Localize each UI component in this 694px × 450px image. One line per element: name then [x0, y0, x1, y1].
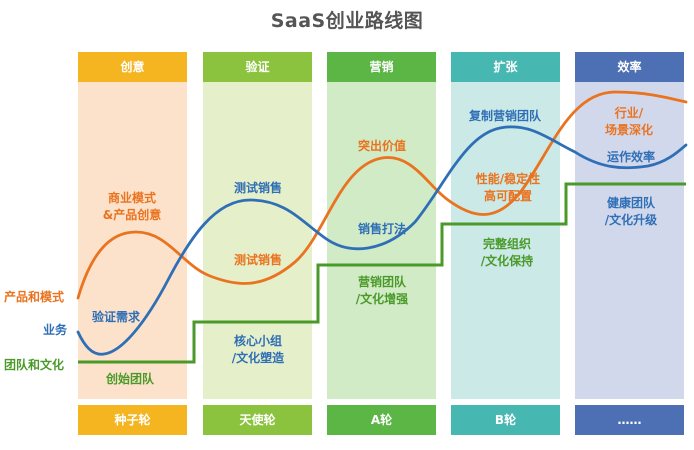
annotation-business-model: 商业模式 &产品创意	[102, 191, 162, 222]
product-curve	[76, 90, 688, 300]
legend-team-label: 团队和文化	[4, 358, 65, 372]
round-footer-more: ……	[575, 405, 684, 435]
round-footer-series-a: A轮	[327, 405, 436, 435]
stage-column-efficiency	[575, 82, 684, 399]
business-curve	[76, 125, 688, 356]
round-footer-seed: 种子轮	[78, 405, 187, 435]
annotation-full-org: 完整组织 /文化保持	[480, 237, 534, 268]
stage-header-validate: 验证	[203, 52, 312, 82]
annotation-industry-deepen: 行业/ 场景深化	[604, 106, 653, 137]
annotation-performance: 性能/稳定性 高可配置	[475, 172, 541, 203]
annotation-founding-team: 创始团队	[105, 372, 154, 386]
annotation-replicate-team: 复制营销团队	[468, 109, 541, 123]
round-footer-angel: 天使轮	[203, 405, 312, 435]
diagram-title: SaaS创业路线图	[270, 10, 424, 32]
stage-header-marketing: 营销	[327, 52, 436, 82]
annotation-test-sales-2: 测试销售	[233, 253, 282, 267]
annotation-core-group: 核心小组 /文化塑造	[231, 334, 285, 365]
stage-header-idea: 创意	[78, 52, 187, 82]
stage-column-marketing	[327, 82, 436, 399]
stage-column-idea	[78, 82, 187, 399]
annotation-validate-demand: 验证需求	[91, 310, 140, 324]
legend-business-label: 业务	[43, 323, 68, 337]
stage-column-validate	[203, 82, 312, 399]
stage-header-efficiency: 效率	[575, 52, 684, 82]
round-footer-series-b: B轮	[451, 405, 560, 435]
annotation-test-sales-1: 测试销售	[233, 181, 282, 195]
legend-product-label: 产品和模式	[4, 290, 65, 304]
team-curve	[78, 182, 686, 364]
annotation-highlight-value: 突出价值	[357, 139, 406, 153]
annotation-operating-efficiency: 运作效率	[606, 150, 655, 164]
annotation-sales-playbook: 销售打法	[357, 222, 406, 236]
annotation-healthy-team: 健康团队 /文化升级	[604, 196, 658, 227]
stage-header-expansion: 扩张	[451, 52, 560, 82]
annotation-marketing-team: 营销团队 /文化增强	[355, 275, 409, 306]
